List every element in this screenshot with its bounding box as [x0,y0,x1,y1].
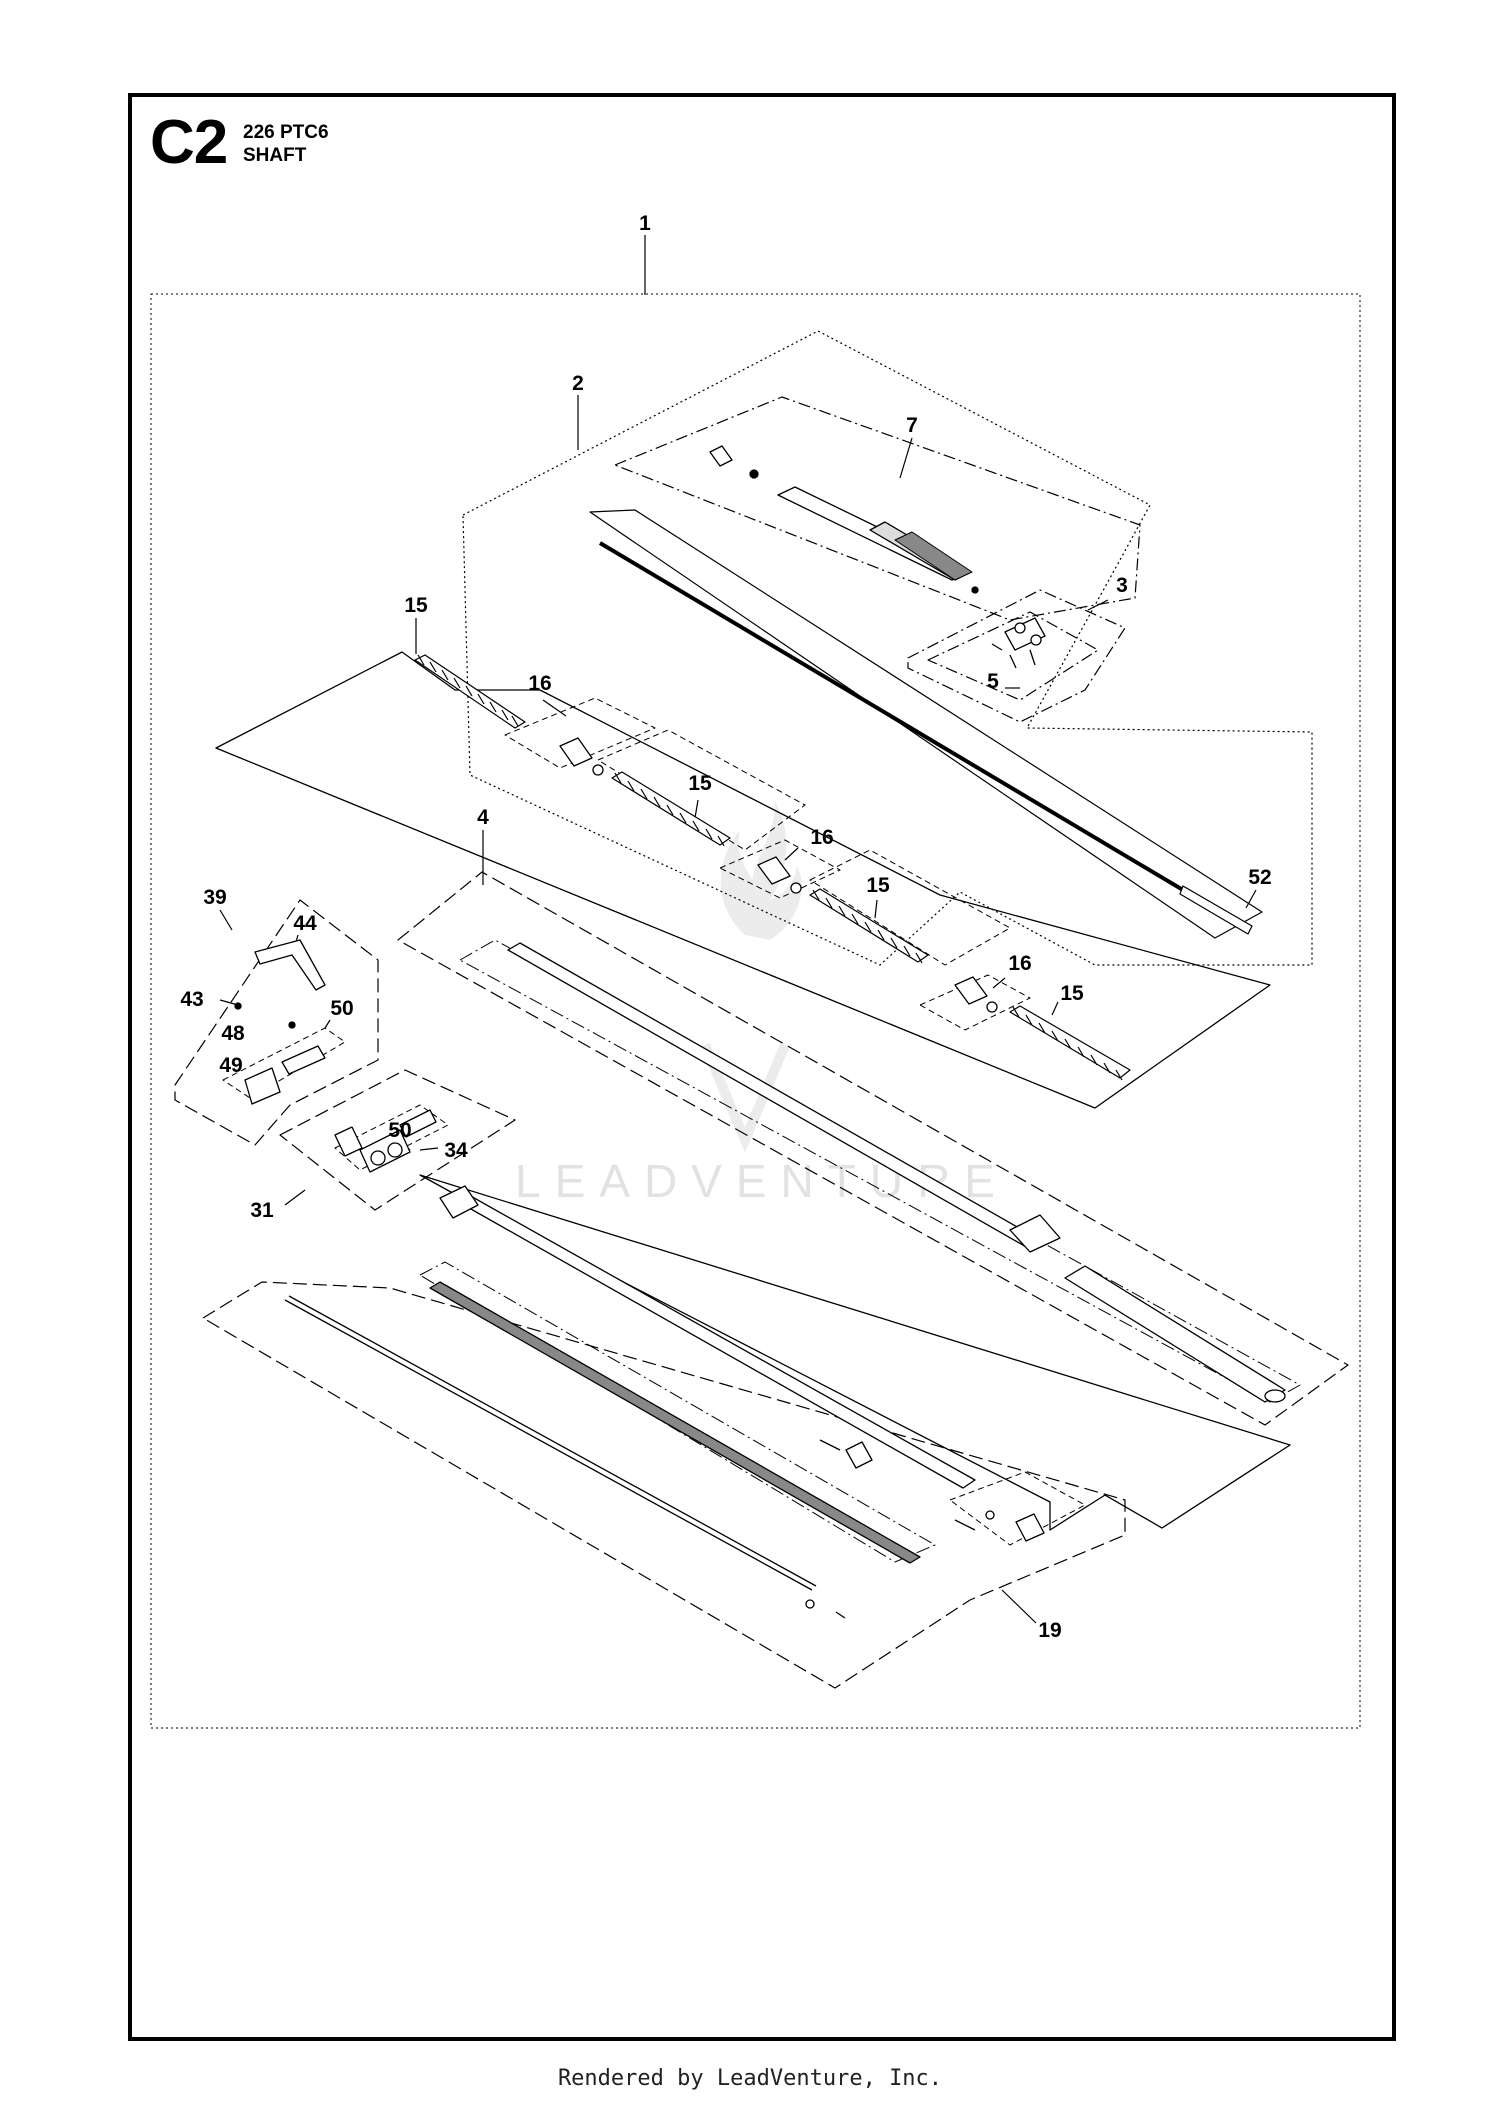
leader-lines [219,235,1257,1624]
group-boundary-19-sub [949,1471,1086,1546]
callout-16-b: 16 [810,826,833,849]
group-boundary-39 [174,899,379,1146]
group-boundary-50b [334,1104,449,1171]
callout-19: 19 [1038,1619,1061,1642]
group-boundary-19-inner [419,1261,936,1563]
part-31-bracket [334,1109,437,1173]
part-16-coupler-1 [559,737,604,776]
callout-34: 34 [444,1139,468,1162]
callout-5: 5 [987,670,999,693]
callout-50-b: 50 [388,1119,411,1142]
part-4-tube [507,942,1286,1403]
part-16-coupler-3 [954,976,998,1013]
watermark-v-icon [700,1043,790,1153]
callout-31: 31 [250,1199,274,1222]
part-15-spring-4 [1009,1005,1131,1081]
part-15-spring-3 [809,888,929,964]
callout-16-c: 16 [1008,952,1031,975]
group-boundary-4 [397,871,1349,1426]
part-7-coupling [709,445,979,594]
footer-credit: Rendered by LeadVenture, Inc. [557,2066,943,2091]
callout-48: 48 [221,1022,245,1045]
callout-49: 49 [219,1054,242,1077]
section-code: C2 [150,108,228,177]
group-boundary-2 [462,330,1313,966]
assembly-boundary-1 [150,293,1361,1729]
callout-1: 1 [639,212,651,235]
callout-labels: 1 2 7 3 5 15 16 15 16 15 16 15 4 52 39 4… [180,212,1271,1642]
callout-3: 3 [1116,574,1128,597]
callout-15-d: 15 [1060,982,1084,1005]
group-boundary-16c [919,974,1031,1031]
part-15-spring-2 [611,771,731,847]
assembly-name: SHAFT [243,145,307,166]
callout-15-c: 15 [866,874,890,897]
part-19-shaft [284,1185,1045,1619]
part-52-rod [598,541,1253,935]
callout-15-b: 15 [688,772,712,795]
group-boundary-5 [927,611,1099,701]
group-boundary-16a [504,697,656,769]
part-15-spring-1 [414,654,526,729]
group-boundary-3 [907,589,1126,723]
part-3-clamp [991,617,1046,669]
group-boundary-4-inner [459,939,1301,1403]
group-boundary-31 [279,1069,516,1211]
callout-52: 52 [1248,866,1271,889]
group-boundary-15 [215,651,1271,1109]
callout-7: 7 [906,414,918,437]
group-boundary-52 [589,509,1263,939]
group-boundary-16b [719,839,841,899]
callout-16-a: 16 [528,672,551,695]
callout-39: 39 [203,886,226,909]
model-name: 226 PTC6 [243,122,329,143]
callout-4: 4 [477,806,489,829]
watermark: LEADVENTURE [515,800,995,1207]
group-boundary-15b [809,849,1011,966]
model-block: 226 PTC6 SHAFT [243,121,329,167]
callout-50-a: 50 [330,997,353,1020]
group-boundary-7 [614,396,1141,621]
diagram-frame [128,93,1396,2041]
callout-2: 2 [572,372,584,395]
callout-44: 44 [293,912,317,935]
part-39-handle [234,939,326,1105]
callout-43: 43 [180,988,203,1011]
callout-15-a: 15 [404,594,428,617]
part-16-coupler-2 [757,856,802,894]
group-boundary-19 [202,1281,1126,1689]
